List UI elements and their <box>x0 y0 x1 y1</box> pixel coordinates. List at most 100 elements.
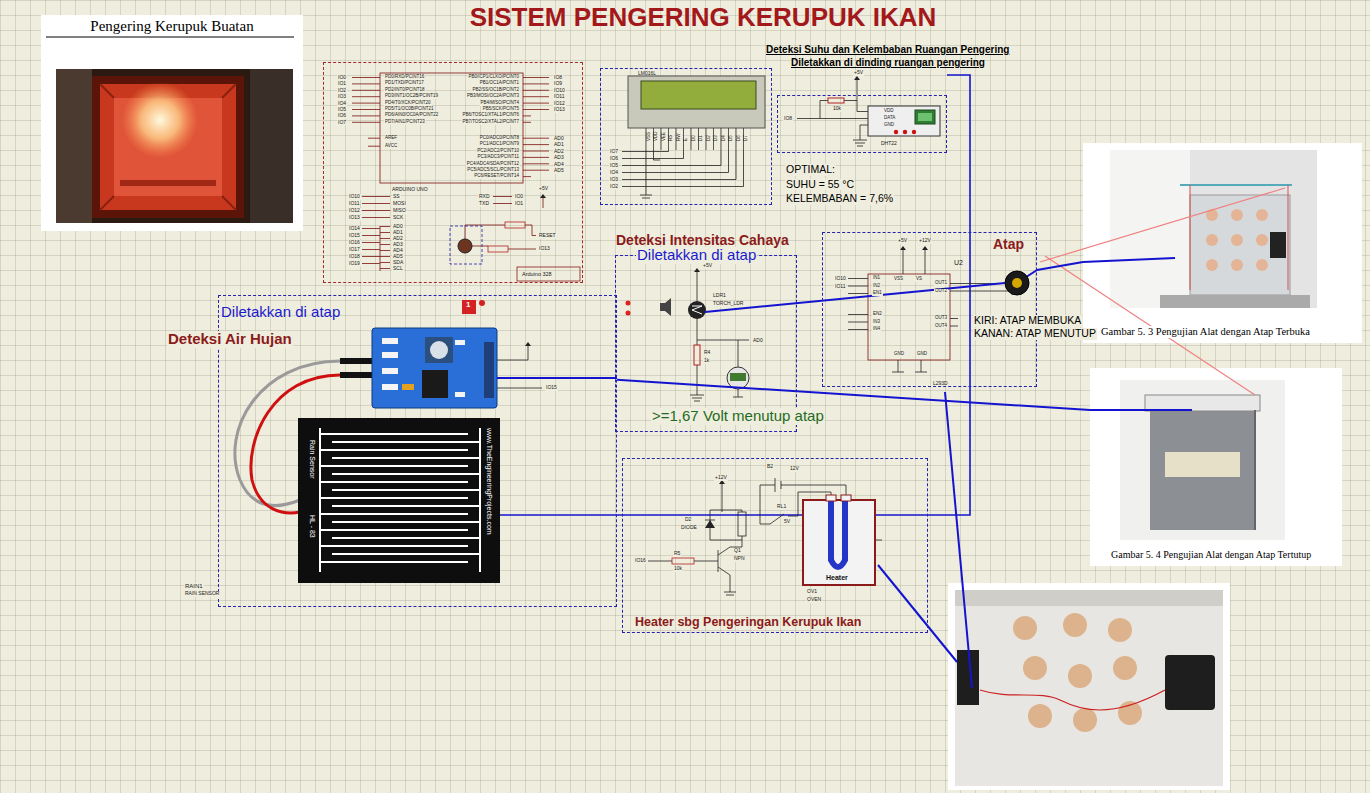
pin-name: PC5/ADC5/SCL/PCINT13 <box>466 168 520 173</box>
net-label: IO8 <box>553 75 563 81</box>
component-label: 12V <box>789 466 800 472</box>
pin-name: PC0/ADC0/PCINT8 <box>479 136 520 141</box>
net-label: IO4 <box>609 170 619 176</box>
component-label: 1k <box>703 358 710 364</box>
dht22-symbol <box>797 76 940 146</box>
optimal-note: KELEMBABAN = 7,6% <box>785 193 894 205</box>
photo-dryer <box>250 69 293 223</box>
pin-name: AD5 <box>392 254 404 260</box>
node-text: Diletakkan di atap <box>221 304 340 321</box>
component-label: +5V <box>702 263 713 269</box>
photo-roof-open <box>1180 184 1292 186</box>
net-label: AD4 <box>553 162 565 168</box>
photo-dryer <box>46 37 294 38</box>
ldr-symbol <box>694 268 700 272</box>
photo-dryer <box>56 69 293 223</box>
photo-dryer-interior <box>1063 613 1087 637</box>
net-label: IO1 <box>514 201 524 207</box>
net-label: IO0 <box>514 194 524 200</box>
component-label: 10k <box>673 566 683 572</box>
net-label: AD3 <box>553 155 565 161</box>
net-label: IO15 <box>545 385 558 391</box>
pin-name: PB7/TOSC2/XTAL2/PCINT7 <box>461 120 520 125</box>
ldr-symbol <box>688 301 706 319</box>
photo-dryer-interior <box>955 590 1223 786</box>
arduino-symbol <box>352 73 580 281</box>
photo-roof-open <box>1190 185 1288 290</box>
pin-name: GND <box>884 123 894 128</box>
diagram-title: SISTEM PENGERING KERUPUK IKAN <box>470 3 937 32</box>
pin-name: IN4 <box>872 327 881 332</box>
node-text: Pengering Kerupuk Buatan <box>41 18 303 35</box>
node-text: LM016L <box>638 71 656 77</box>
arduino-symbol <box>517 267 580 281</box>
photo-roof-open <box>1231 209 1243 221</box>
ldr-symbol <box>690 272 749 401</box>
net-label: IO17 <box>348 247 361 253</box>
rain-sensor-symbol <box>382 338 398 344</box>
arduino-symbol <box>465 196 543 249</box>
component-label: LDR1 <box>712 293 727 299</box>
pin-name: AD2 <box>392 236 404 242</box>
pin-name: EN1 <box>872 291 883 296</box>
arduino-symbol <box>488 246 508 252</box>
lcd-symbol <box>641 81 756 109</box>
net-label: IO18 <box>348 254 361 260</box>
net-label: AD5 <box>553 168 565 174</box>
l293d-symbol <box>900 246 928 250</box>
arduino-symbol <box>523 138 549 176</box>
heater-parts <box>719 480 725 484</box>
arduino-symbol <box>493 197 512 204</box>
photo-dryer-interior <box>1028 704 1052 728</box>
l293d-symbol <box>1012 278 1022 288</box>
component-label: AD0 <box>752 338 764 344</box>
arduino-symbol <box>523 78 549 123</box>
pin-name: D3 <box>714 134 719 142</box>
rain-sensor-symbol <box>382 384 398 390</box>
node-text: U2 <box>954 259 963 267</box>
pin-name: PB0/ICP1/CLKO/PCINT0 <box>467 75 520 80</box>
photo-roof-open <box>1110 150 1317 308</box>
net-label: IO6 <box>609 156 619 162</box>
photo-roof-closed <box>1120 380 1285 540</box>
pin-name: OUT4 <box>934 324 948 329</box>
rain-sensor-symbol <box>382 368 398 374</box>
rain-sensor-symbol <box>455 392 465 397</box>
pin-name: PC4/ADC4/SDA/PCINT12 <box>466 162 520 167</box>
pin-name: PD1/TXD/PCINT17 <box>384 81 425 86</box>
pin-name: PD5/T1/OC0B/PCINT21 <box>384 107 435 112</box>
net-label: IO16 <box>348 240 361 246</box>
pin-name: PD6/AIN0/OC0A/PCINT22 <box>384 113 439 118</box>
node-text: Diletakkan di dinding ruangan pengering <box>791 57 985 68</box>
net-label: IO13 <box>553 107 566 113</box>
photo-roof-closed <box>1165 452 1240 477</box>
rain-sensor-block: Diletakkan di atapDeteksi Air HujanRAIN1… <box>218 295 617 607</box>
pin-name: DATA <box>884 116 895 121</box>
heater-circuit <box>705 510 742 540</box>
rain-sensor-symbol <box>462 300 476 314</box>
arduino-symbol <box>368 138 380 146</box>
ldr-symbol <box>694 345 700 365</box>
heater-circuit <box>722 484 723 512</box>
pin-name: MOSI <box>392 201 407 207</box>
heater-circuit <box>648 478 882 595</box>
rain-sensor-symbol <box>425 337 453 363</box>
photo-dryer-interior <box>980 690 1165 710</box>
dht22-symbol <box>854 76 860 80</box>
photo-roof-closed <box>1090 368 1342 566</box>
photo-dryer-interior <box>1165 655 1215 710</box>
reset-button <box>450 226 482 264</box>
rain-sensor-symbol <box>298 418 500 583</box>
leader-line <box>945 392 972 688</box>
heater-circuit <box>648 540 742 595</box>
pin-name: SCK <box>392 215 404 221</box>
component-label: D2 <box>684 517 692 523</box>
component-label: IO16 <box>634 558 647 564</box>
net-label: AD1 <box>553 142 565 148</box>
pin-name: PD0/RXD/PCINT16 <box>384 75 425 80</box>
net-label: IO2 <box>609 184 619 190</box>
component-label: RL1 <box>776 504 787 510</box>
pin-name: SDA <box>392 260 404 266</box>
pin-name: OUT3 <box>934 316 948 321</box>
ldr-symbol <box>626 311 631 316</box>
